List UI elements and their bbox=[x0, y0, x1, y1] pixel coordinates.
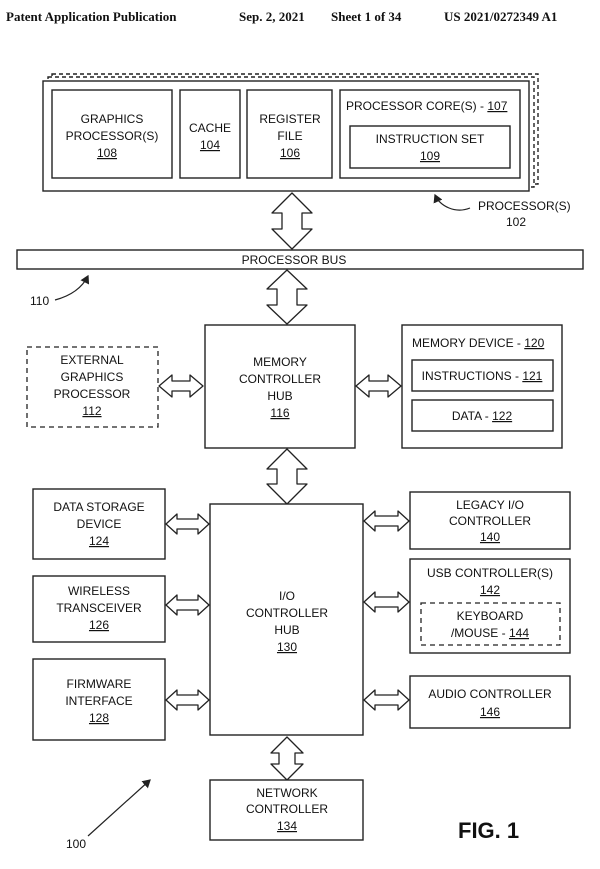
graphics-processor-label-1: GRAPHICS bbox=[81, 112, 144, 126]
ioh-to-audio-arrow bbox=[363, 689, 410, 711]
ioh-to-usb-arrow bbox=[363, 591, 410, 613]
mch-ref: 116 bbox=[270, 406, 289, 420]
keyboard-mouse-label-2: /MOUSE - 144 bbox=[451, 626, 529, 640]
instructions-label: INSTRUCTIONS - 121 bbox=[422, 369, 543, 383]
memory-controller-hub-box: MEMORY CONTROLLER HUB 116 bbox=[204, 324, 356, 449]
network-controller-ref: 134 bbox=[277, 819, 297, 833]
data-storage-box: DATA STORAGE DEVICE 124 bbox=[32, 488, 166, 560]
processor-core-label: PROCESSOR CORE(S) - 107 bbox=[346, 99, 508, 113]
memory-device-label: MEMORY DEVICE - 120 bbox=[412, 336, 545, 350]
firmware-to-ioh-arrow bbox=[165, 689, 210, 711]
figure-label: FIG. 1 bbox=[458, 818, 519, 843]
system-ref: 100 bbox=[66, 837, 86, 851]
publication-type: Patent Application Publication bbox=[6, 9, 177, 24]
external-graphics-to-mch-arrow bbox=[158, 374, 204, 398]
graphics-processor-ref: 108 bbox=[97, 146, 117, 160]
usb-controller-label: USB CONTROLLER(S) bbox=[427, 566, 553, 580]
processor-callout: PROCESSOR(S) 102 bbox=[433, 193, 571, 229]
legacy-io-box: LEGACY I/O CONTROLLER 140 bbox=[409, 491, 571, 550]
sheet-number: Sheet 1 of 34 bbox=[331, 9, 402, 24]
data-storage-to-ioh-arrow bbox=[165, 513, 210, 535]
mch-label-1: MEMORY bbox=[253, 355, 307, 369]
ioh-ref: 130 bbox=[277, 640, 297, 654]
io-controller-hub-box: I/O CONTROLLER HUB 130 bbox=[209, 503, 364, 736]
legacy-io-label-2: CONTROLLER bbox=[449, 514, 531, 528]
wireless-label-2: TRANSCEIVER bbox=[56, 601, 142, 615]
mch-label-3: HUB bbox=[267, 389, 292, 403]
external-graphics-box: EXTERNAL GRAPHICS PROCESSOR 112 bbox=[26, 346, 159, 428]
external-graphics-label-1: EXTERNAL bbox=[60, 353, 124, 367]
processor-bus-label: PROCESSOR BUS bbox=[242, 253, 347, 267]
firmware-ref: 128 bbox=[89, 711, 109, 725]
publication-number: US 2021/0272349 A1 bbox=[444, 9, 557, 24]
system-leader-arrow bbox=[87, 779, 151, 837]
keyboard-mouse-box bbox=[420, 602, 561, 646]
network-controller-label-2: CONTROLLER bbox=[246, 802, 328, 816]
processor-bus: PROCESSOR BUS bbox=[16, 249, 584, 270]
legacy-io-ref: 140 bbox=[480, 530, 500, 544]
data-storage-ref: 124 bbox=[89, 534, 109, 548]
register-file-ref: 106 bbox=[280, 146, 300, 160]
processor-leader-arrow bbox=[433, 193, 471, 211]
firmware-interface-box: FIRMWARE INTERFACE 128 bbox=[32, 658, 166, 741]
network-controller-box: NETWORK CONTROLLER 134 bbox=[209, 779, 364, 841]
memory-device-box: MEMORY DEVICE - 120 INSTRUCTIONS - 121 D… bbox=[401, 324, 563, 449]
data-box bbox=[411, 399, 554, 432]
data-storage-label-2: DEVICE bbox=[77, 517, 122, 531]
cache-ref: 104 bbox=[200, 138, 220, 152]
wireless-transceiver-box: WIRELESS TRANSCEIVER 126 bbox=[32, 575, 166, 643]
wireless-ref: 126 bbox=[89, 618, 109, 632]
cache-box: CACHE 104 bbox=[179, 89, 241, 179]
usb-controller-ref: 142 bbox=[480, 583, 500, 597]
instruction-set-box bbox=[349, 125, 511, 169]
processor-label: PROCESSOR(S) bbox=[478, 199, 571, 213]
data-label: DATA - 122 bbox=[452, 409, 513, 423]
ioh-to-legacy-io-arrow bbox=[363, 510, 410, 532]
system-callout: 100 bbox=[66, 779, 151, 851]
cache-label: CACHE bbox=[189, 121, 231, 135]
wireless-to-ioh-arrow bbox=[165, 594, 210, 616]
ioh-label-3: HUB bbox=[274, 623, 299, 637]
instruction-set-ref: 109 bbox=[420, 149, 440, 163]
data-storage-label-1: DATA STORAGE bbox=[53, 500, 144, 514]
register-file-label-2: FILE bbox=[277, 129, 302, 143]
external-graphics-label-2: GRAPHICS bbox=[61, 370, 124, 384]
mch-to-memory-arrow bbox=[355, 374, 402, 398]
processor-to-bus-arrow bbox=[271, 192, 313, 250]
publication-date: Sep. 2, 2021 bbox=[239, 9, 305, 24]
mch-to-ioh-arrow bbox=[266, 448, 308, 505]
processor-ref: 102 bbox=[506, 215, 526, 229]
audio-controller-box: AUDIO CONTROLLER 146 bbox=[409, 675, 571, 729]
external-graphics-label-3: PROCESSOR bbox=[54, 387, 131, 401]
page-header: Patent Application Publication Sep. 2, 2… bbox=[6, 9, 557, 24]
keyboard-mouse-label-1: KEYBOARD bbox=[457, 609, 524, 623]
graphics-processor-box: GRAPHICS PROCESSOR(S) 108 bbox=[51, 89, 173, 179]
instruction-set-label: INSTRUCTION SET bbox=[376, 132, 485, 146]
graphics-processor-label-2: PROCESSOR(S) bbox=[66, 129, 159, 143]
ioh-label-1: I/O bbox=[279, 589, 295, 603]
audio-controller-label: AUDIO CONTROLLER bbox=[428, 687, 552, 701]
instructions-box bbox=[411, 359, 554, 392]
wireless-label-1: WIRELESS bbox=[68, 584, 130, 598]
bus-ref: 110 bbox=[30, 294, 49, 308]
register-file-box: REGISTER FILE 106 bbox=[246, 89, 333, 179]
bus-to-mch-arrow bbox=[266, 269, 308, 325]
ioh-to-network-arrow bbox=[270, 736, 304, 781]
firmware-label-2: INTERFACE bbox=[65, 694, 132, 708]
processor-core-box: PROCESSOR CORE(S) - 107 INSTRUCTION SET … bbox=[339, 89, 521, 179]
external-graphics-ref: 112 bbox=[82, 404, 101, 418]
firmware-label-1: FIRMWARE bbox=[67, 677, 132, 691]
bus-leader-arrow bbox=[54, 274, 90, 301]
audio-controller-ref: 146 bbox=[480, 705, 500, 719]
network-controller-label-1: NETWORK bbox=[256, 786, 317, 800]
ioh-label-2: CONTROLLER bbox=[246, 606, 328, 620]
mch-label-2: CONTROLLER bbox=[239, 372, 321, 386]
legacy-io-label-1: LEGACY I/O bbox=[456, 498, 524, 512]
register-file-label-1: REGISTER bbox=[259, 112, 321, 126]
bus-callout: 110 bbox=[30, 274, 90, 308]
usb-controller-box: USB CONTROLLER(S) 142 KEYBOARD /MOUSE - … bbox=[409, 558, 571, 654]
